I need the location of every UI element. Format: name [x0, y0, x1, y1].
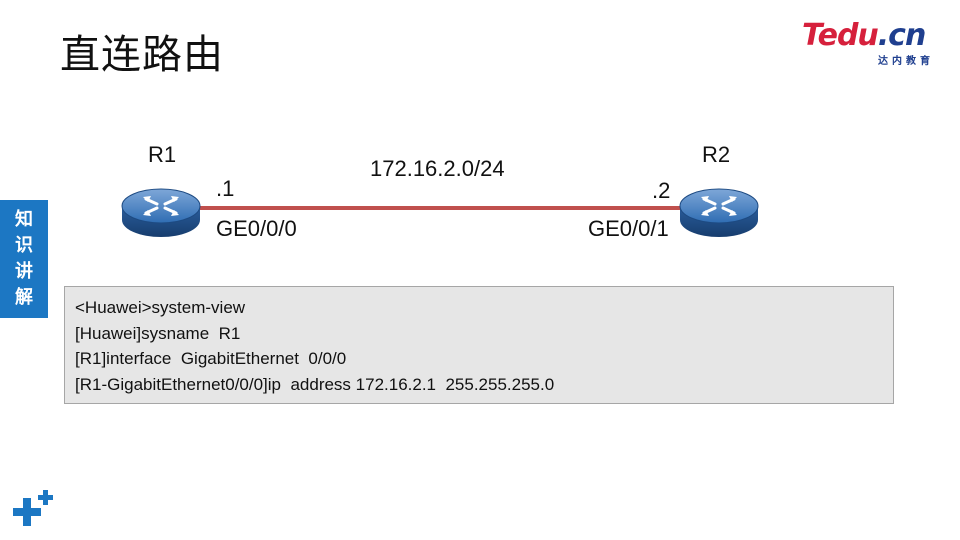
logo-tagline: 达内教育 [878, 56, 934, 67]
config-line: [R1-GigabitEthernet0/0/0]ip address 172.… [75, 374, 555, 394]
config-line: <Huawei>system-view [75, 298, 246, 317]
config-box: <Huawei>system-view [Huawei]sysname R1 [… [64, 286, 894, 404]
logo-suffix: .cn [877, 18, 927, 53]
logo-brand: Tedu [802, 18, 879, 53]
slide-title: 直连路由 [60, 32, 224, 78]
router-r2 [678, 180, 760, 240]
router-icon [679, 188, 759, 237]
section-tab-char: 讲 [15, 261, 33, 282]
router-r1 [120, 180, 202, 240]
tedu-logo: Tedu.cn 达内教育 [802, 18, 942, 68]
topology-diagram [198, 206, 682, 210]
router-r2-interface: GE0/0/1 [588, 216, 669, 241]
router-r1-interface: GE0/0/0 [216, 216, 297, 241]
router-r1-host: .1 [216, 176, 235, 201]
router-r2-host: .2 [652, 178, 671, 203]
logo-wordmark: Tedu.cn [802, 18, 927, 54]
config-line: [R1]interface GigabitEthernet 0/0/0 [75, 349, 347, 368]
router-r2-name: R2 [702, 142, 731, 167]
network-label: 172.16.2.0/24 [370, 156, 505, 181]
plus-icon [13, 490, 53, 526]
section-tab-char: 识 [15, 235, 33, 256]
router-icon [121, 188, 201, 237]
config-line: [Huawei]sysname R1 [75, 323, 241, 343]
section-tab-char: 知 [15, 209, 33, 230]
section-tab: 知 识 讲 解 [0, 200, 48, 318]
section-tab-char: 解 [15, 287, 33, 308]
router-r1-name: R1 [148, 142, 177, 167]
